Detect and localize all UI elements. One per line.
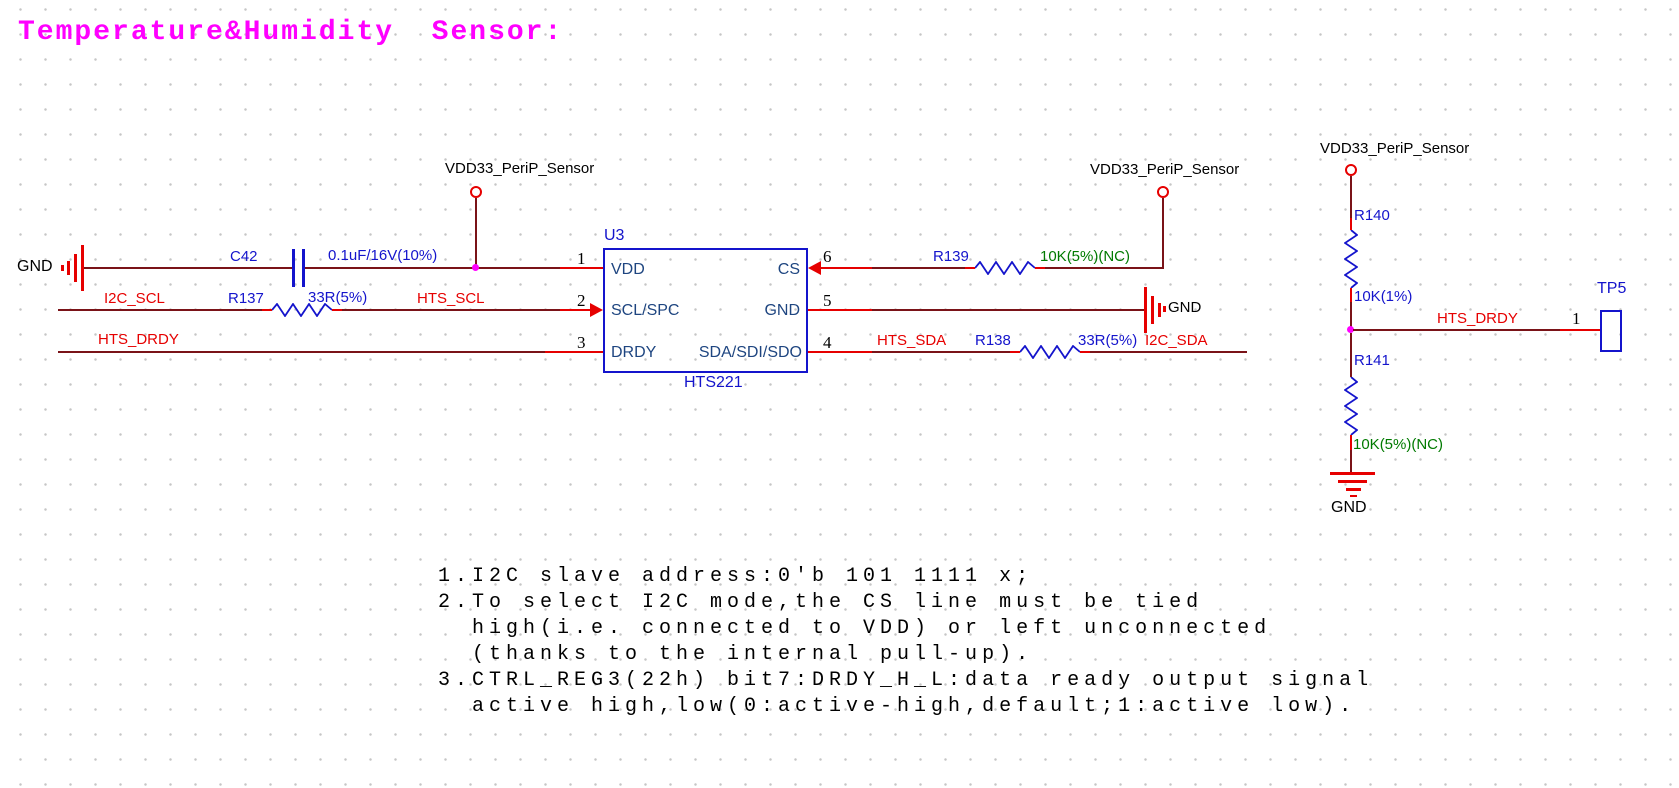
net-label-hts-scl: HTS_SCL [417, 290, 485, 307]
r137-ref: R137 [228, 290, 264, 307]
wire-cs-r139 [872, 267, 965, 269]
junction-dot-vdd1 [472, 264, 479, 271]
power-symbol-1 [470, 186, 482, 198]
wire-vdd2-drop [1162, 198, 1164, 269]
r138-value: 33R(5%) [1078, 332, 1138, 349]
gnd-label-mid: GND [1168, 299, 1202, 316]
pin4-stub [808, 351, 872, 353]
u3-part-number: HTS221 [684, 374, 743, 391]
r139-ref: R139 [933, 248, 969, 265]
r138-ref: R138 [975, 332, 1011, 349]
tp5-ref: TP5 [1597, 280, 1627, 297]
r137-resistor [272, 303, 332, 317]
vdd-net-label-3: VDD33_PeriP_Sensor [1320, 140, 1470, 157]
r139-value: 10K(5%)(NC) [1040, 248, 1131, 265]
u3-pin-scl: SCL/SPC [611, 302, 680, 319]
pin2-arrow-icon [590, 303, 603, 317]
u3-pin-drdy: DRDY [611, 344, 657, 361]
u3-pin-gnd: GND [764, 302, 800, 319]
net-label-i2c-scl: I2C_SCL [104, 290, 165, 307]
wire-i2csda [1090, 351, 1247, 353]
tp5-testpoint-body [1600, 310, 1622, 352]
wire-i2cscl [58, 309, 262, 311]
pin6-stub [821, 267, 872, 269]
pin-number-4: 4 [823, 333, 832, 352]
gnd-label-bottom: GND [1331, 499, 1367, 516]
c42-capacitor [292, 249, 295, 287]
pin-number-1: 1 [577, 249, 586, 268]
note-line: 1.I2C slave address:0'b 101 1111 x; [438, 565, 1034, 588]
notes-block: 1.I2C slave address:0'b 101 1111 x; 2.To… [438, 564, 1373, 720]
gnd-symbol-bottom [1330, 472, 1375, 475]
u3-pin-sda: SDA/SDI/SDO [698, 344, 802, 361]
power-symbol-2 [1157, 186, 1169, 198]
wire-htsdrdy-right [1353, 329, 1560, 331]
pin-number-3: 3 [577, 333, 586, 352]
wire-pin5-gnd [872, 309, 1144, 311]
r137-value: 33R(5%) [308, 289, 368, 306]
pin3-stub [545, 351, 603, 353]
u3-pin-cs: CS [777, 261, 800, 278]
note-line: 3.CTRL_REG3(22h) bit7:DRDY_H_L:data read… [438, 669, 1374, 692]
u3-ref: U3 [604, 227, 625, 244]
gnd-label-left: GND [17, 258, 53, 275]
power-symbol-3 [1345, 164, 1357, 176]
wire-gnd-c42 [84, 267, 292, 269]
net-label-hts-drdy-right: HTS_DRDY [1437, 310, 1518, 327]
pin-number-6: 6 [823, 247, 832, 266]
wire-r139-vdd2 [1045, 267, 1164, 269]
note-line: 2.To select I2C mode,the CS line must be… [438, 591, 1204, 614]
r140-value: 10K(1%) [1354, 288, 1413, 305]
gnd-symbol-mid [1144, 287, 1147, 333]
pin-number-2: 2 [577, 291, 586, 310]
pin-number-5: 5 [823, 291, 832, 310]
page-title: Temperature&Humidity Sensor: [18, 17, 564, 48]
wire-c42-pin1 [305, 267, 560, 269]
vdd-net-label-2: VDD33_PeriP_Sensor [1090, 161, 1240, 178]
wire-htsdrdy-left [58, 351, 545, 353]
vdd-net-label-1: VDD33_PeriP_Sensor [445, 160, 595, 177]
tp5-pin-number: 1 [1572, 309, 1581, 328]
u3-ic-body [603, 248, 808, 373]
wire-vdd1-drop [475, 198, 477, 268]
r141-ref: R141 [1354, 352, 1390, 369]
pin2-stub [560, 309, 591, 311]
u3-pin-vdd: VDD [611, 261, 645, 278]
gnd-symbol-left [61, 265, 64, 271]
net-label-hts-drdy-left: HTS_DRDY [98, 331, 179, 348]
r140-resistor [1344, 230, 1358, 288]
junction-dot-drdy [1347, 326, 1354, 333]
r141-value: 10K(5%)(NC) [1353, 436, 1444, 453]
pin6-arrow-icon [808, 261, 821, 275]
r139-resistor [975, 261, 1035, 275]
net-label-i2c-sda: I2C_SDA [1145, 332, 1208, 349]
tp5-stub [1560, 329, 1600, 331]
net-label-hts-sda: HTS_SDA [877, 332, 947, 349]
wire-htssda [872, 351, 1010, 353]
pin5-stub [808, 309, 872, 311]
r140-ref: R140 [1354, 207, 1390, 224]
c42-value: 0.1uF/16V(10%) [328, 247, 438, 264]
r141-resistor [1344, 377, 1358, 435]
wire-htsscl [342, 309, 560, 311]
note-line: active high,low(0:active-high,default;1:… [438, 695, 1357, 718]
c42-ref: C42 [230, 248, 258, 265]
note-line: high(i.e. connected to VDD) or left unco… [438, 617, 1272, 640]
r138-resistor [1020, 345, 1080, 359]
note-line: (thanks to the internal pull-up). [438, 643, 1034, 666]
pin1-stub [560, 267, 603, 269]
